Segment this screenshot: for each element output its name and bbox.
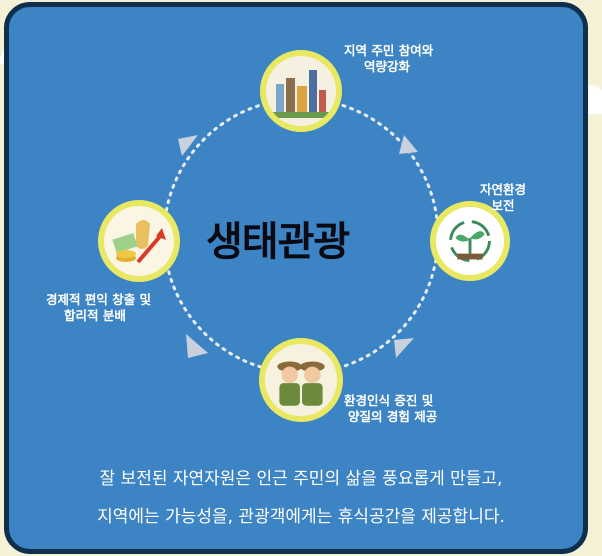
arrow-bottom-right: [394, 338, 414, 358]
node-left-label: 경제적 편익 창출 및 합리적 분배: [46, 292, 152, 323]
node-bottom-label: 환경인식 증진 및 양질의 경험 제공: [344, 393, 438, 424]
arrow-bottom-left: [186, 334, 208, 358]
city-buildings-icon: [266, 56, 336, 126]
node-economic-benefit: [98, 200, 180, 282]
center-title: 생태관광: [206, 219, 350, 265]
node-nature-conservation: [430, 201, 510, 281]
arrow-top-left: [178, 135, 198, 156]
node-community-participation: [260, 50, 342, 132]
arrow-top-right: [399, 135, 418, 154]
caption-line-1: 잘 보전된 자연자원은 인근 주민의 삶을 풍요롭게 만들고,: [99, 469, 503, 489]
sprout-recycle-icon: [436, 207, 504, 275]
caption-line-2: 지역에는 가능성을, 관광객에게는 휴식공간을 제공합니다.: [97, 507, 505, 527]
tourist-guides-icon: [265, 344, 337, 416]
node-top-label: 지역 주민 참여와 역량강화: [344, 43, 434, 74]
node-right-label: 자연환경 보전: [480, 182, 527, 213]
node-environmental-awareness: [259, 338, 343, 422]
money-growth-icon: [104, 206, 174, 276]
